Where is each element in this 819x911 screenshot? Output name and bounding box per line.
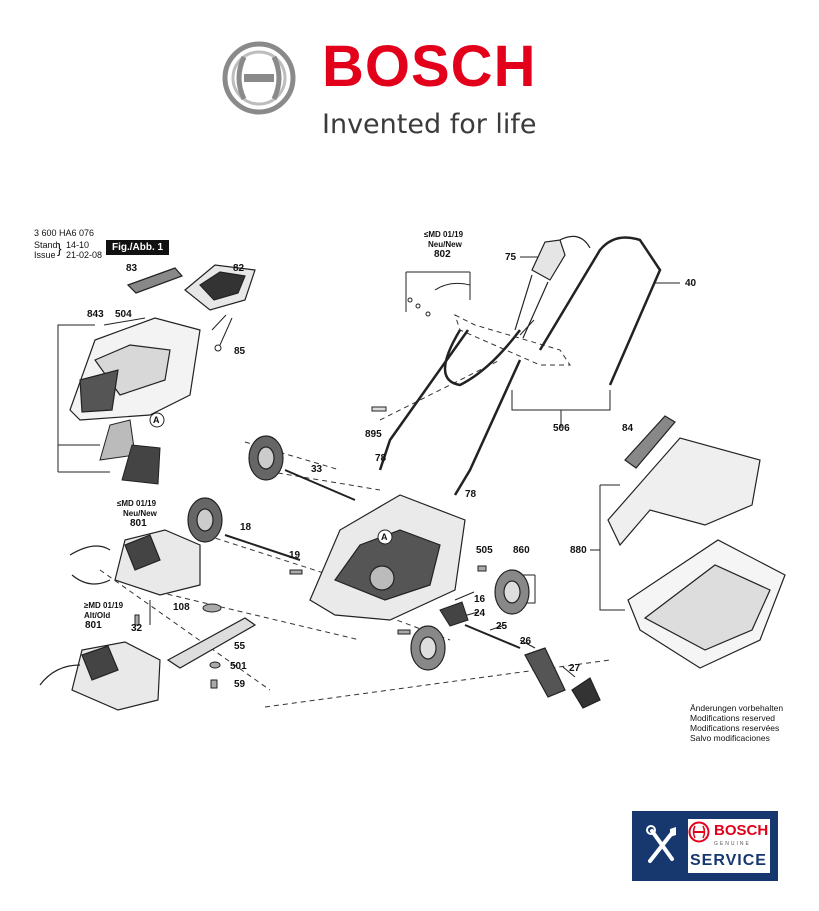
roller-and-cap <box>524 647 601 709</box>
part-label-504: 504 <box>115 309 132 320</box>
top-panel <box>184 264 256 311</box>
part-label-801-old: 801 <box>85 620 102 631</box>
small-hardware <box>134 565 487 689</box>
carry-handle-grip <box>126 267 184 294</box>
md-date-mid: ≤MD 01/19 <box>117 499 157 508</box>
part-label-84: 84 <box>622 423 634 434</box>
part-label-25: 25 <box>496 621 508 632</box>
part-label-801-new: 801 <box>130 518 147 529</box>
stand-label: Stand <box>34 240 58 250</box>
catcher-handle-grip <box>624 415 676 469</box>
md-date-low: ≥MD 01/19 <box>84 601 124 610</box>
main-housing-cover <box>69 317 201 421</box>
detail-a-markers <box>149 412 393 545</box>
axles <box>224 469 521 649</box>
disclaimer-line: Modifications reservées <box>690 723 780 733</box>
cutting-blade <box>166 617 257 669</box>
part-label-78-lower: 78 <box>465 489 477 500</box>
grass-catcher <box>607 437 786 669</box>
part-label-18: 18 <box>240 522 252 533</box>
mower-deck <box>309 494 466 621</box>
part-label-40: 40 <box>685 278 697 289</box>
detail-a-label: A <box>153 415 160 425</box>
side-grilles <box>99 419 161 485</box>
part-label-33: 33 <box>311 464 323 475</box>
pin-set <box>371 406 387 412</box>
wheels <box>187 435 530 671</box>
part-label-26: 26 <box>520 636 532 647</box>
part-label-85: 85 <box>234 346 246 357</box>
stand-value: 14-10 <box>66 240 90 250</box>
md-sub-mid: Neu/New <box>123 509 157 518</box>
part-label-24: 24 <box>474 608 486 619</box>
brand-tagline: Invented for life <box>322 109 537 140</box>
part-label-19: 19 <box>289 550 301 561</box>
part-label-505: 505 <box>476 545 493 556</box>
part-label-802: 802 <box>434 249 451 260</box>
figure-badge: Fig./Abb. 1 <box>106 240 170 255</box>
brace-glyph: } <box>57 240 62 256</box>
part-label-82: 82 <box>233 263 245 274</box>
detail-a-label: A <box>381 532 388 542</box>
disclaimer-line: Änderungen vorbehalten <box>690 703 784 713</box>
md-sub-top: Neu/New <box>428 240 462 249</box>
bosch-emblem-small <box>688 821 710 843</box>
part-label-59: 59 <box>234 679 246 690</box>
modifications-disclaimer: Änderungen vorbehalten Modifications res… <box>690 703 783 743</box>
disclaimer-line: Modifications reserved <box>690 713 776 723</box>
part-label-108: 108 <box>173 602 190 613</box>
part-label-895: 895 <box>365 429 382 440</box>
service-badge-brand: BOSCH <box>714 822 769 839</box>
part-label-78-upper: 78 <box>375 453 387 464</box>
part-label-27: 27 <box>569 663 581 674</box>
motor-assembly-old <box>39 641 161 711</box>
issue-value: 21-02-08 <box>66 250 103 260</box>
part-label-880: 880 <box>570 545 587 556</box>
service-badge-panel: BOSCH GENUINE SERVICE <box>688 819 770 873</box>
part-label-860: 860 <box>513 545 530 556</box>
service-badge-genuine: GENUINE <box>714 841 751 847</box>
switch-box <box>514 235 591 339</box>
lower-handle-bars <box>378 329 522 496</box>
md-date-top: ≤MD 01/19 <box>424 230 464 239</box>
issue-label: Issue <box>34 250 56 260</box>
cable-kit <box>407 282 471 317</box>
part-label-55: 55 <box>234 641 246 652</box>
service-badge-service: SERVICE <box>690 852 767 869</box>
part-number: 3 600 HA6 076 <box>34 228 95 238</box>
bosch-emblem-logo <box>222 41 296 115</box>
md-sub-low: Alt/Old <box>84 611 111 620</box>
part-label-501: 501 <box>230 661 247 672</box>
service-badge: BOSCH GENUINE SERVICE <box>632 811 778 881</box>
brand-wordmark: BOSCH <box>322 34 537 99</box>
part-label-506: 506 <box>553 423 570 434</box>
motor-assembly-new <box>69 529 201 596</box>
part-label-843: 843 <box>87 309 104 320</box>
part-label-16: 16 <box>474 594 486 605</box>
disclaimer-line: Salvo modificaciones <box>690 733 770 743</box>
upper-handle <box>538 236 662 386</box>
part-label-75: 75 <box>505 252 517 263</box>
tools-icon <box>646 825 676 863</box>
part-label-83: 83 <box>126 263 138 274</box>
part-label-32: 32 <box>131 623 143 634</box>
spring-part <box>211 314 227 352</box>
